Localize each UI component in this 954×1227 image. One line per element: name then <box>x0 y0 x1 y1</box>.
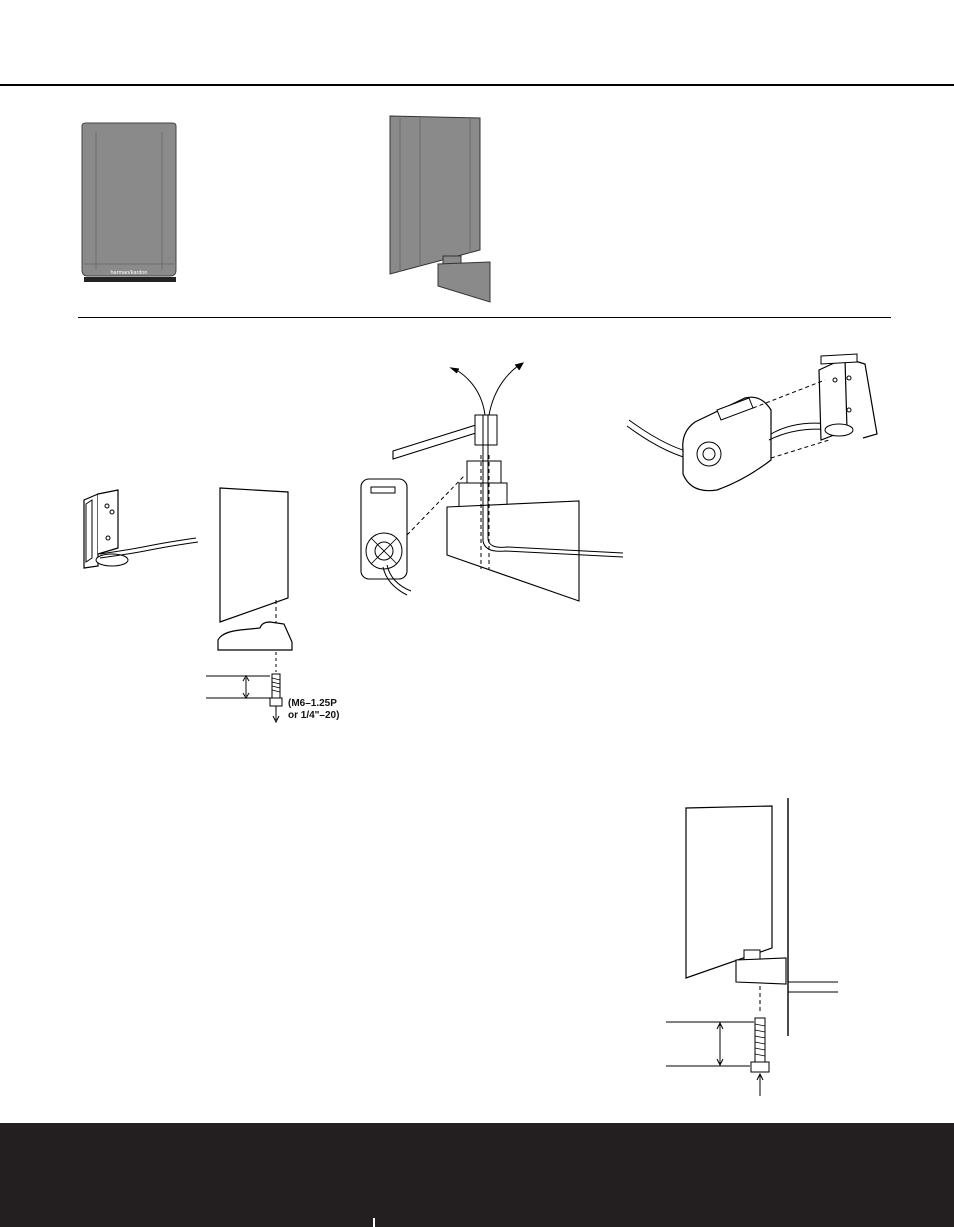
speaker-front-illustration: harman/kardon <box>78 120 188 290</box>
speaker-side-illustration <box>388 114 498 304</box>
wall-mount-side-illustration <box>662 796 842 1098</box>
screw-spec-line-1: (M6–1.25P <box>288 698 337 710</box>
speaker-brand-logo: harman/kardon <box>111 270 148 276</box>
cable-routing-illustration <box>355 355 625 605</box>
bracket-attach-illustration <box>625 350 885 500</box>
top-rule <box>0 84 954 86</box>
footer-page-tick <box>373 1218 375 1227</box>
screw-spec-line-2: or 1/4"–20) <box>288 710 339 722</box>
footer-band <box>0 1123 954 1227</box>
stand-mount-exploded-illustration <box>200 486 310 726</box>
wall-bracket-cable-illustration <box>78 488 203 573</box>
section-divider <box>78 317 891 318</box>
